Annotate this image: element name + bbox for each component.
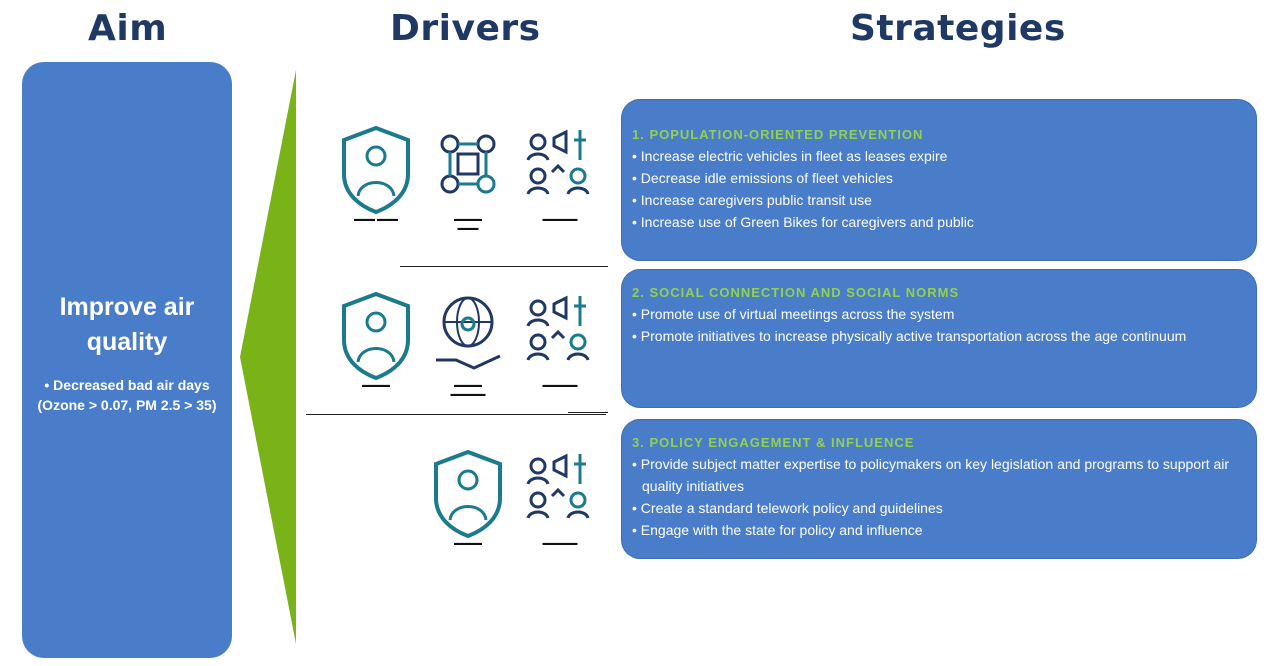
driver-icon-card: ▬▬▬▬▬▬▬▬▬ bbox=[430, 290, 506, 400]
globe-hand-icon bbox=[436, 296, 501, 370]
shield-person-icon bbox=[434, 449, 502, 538]
separator-line bbox=[306, 414, 606, 415]
aim-box: Improve air quality • Decreased bad air … bbox=[22, 62, 232, 658]
header-aim: Aim bbox=[88, 8, 168, 49]
aim-bullet: • Decreased bad air days (Ozone > 0.07, … bbox=[37, 377, 217, 413]
icon-caption: ▬▬▬▬▬ bbox=[542, 540, 578, 547]
driver-icon-card: ▬▬▬▬▬ bbox=[522, 290, 598, 400]
icon-caption: ▬▬▬▬▬ bbox=[542, 216, 578, 223]
advocacy-team-icon bbox=[526, 295, 590, 361]
strategy-box-3: 3. Policy Engagement & Influence Provide… bbox=[622, 420, 1256, 558]
icon-caption: ▬▬▬ ▬▬▬ bbox=[354, 216, 398, 223]
green-arrow-shape bbox=[240, 70, 296, 644]
driver-icon-card: ▬▬▬▬▬▬▬ bbox=[430, 124, 506, 234]
header-drivers: Drivers bbox=[390, 8, 541, 49]
strategy-box-1: 1. Population-Oriented Prevention Increa… bbox=[622, 100, 1256, 260]
shield-person-icon bbox=[342, 291, 410, 380]
icon-caption: ▬▬▬▬▬▬▬ bbox=[454, 216, 482, 232]
driver-icon-card: ▬▬▬ ▬▬▬ bbox=[338, 124, 414, 234]
strategy-item: Increase caregivers public transit use bbox=[632, 189, 1256, 211]
strategy-list: Provide subject matter expertise to poli… bbox=[622, 453, 1256, 541]
icon-caption: ▬▬▬▬▬ bbox=[542, 382, 578, 389]
icon-caption: ▬▬▬▬ bbox=[362, 382, 390, 389]
icon-caption: ▬▬▬▬ bbox=[454, 540, 482, 547]
strategy-item: Create a standard telework policy and gu… bbox=[632, 497, 1256, 519]
driver-icon-card: ▬▬▬▬▬ bbox=[522, 124, 598, 234]
strategy-item: Engage with the state for policy and inf… bbox=[632, 519, 1256, 541]
driver-icon-card: ▬▬▬▬▬ bbox=[522, 448, 598, 558]
shield-person-icon bbox=[342, 125, 410, 214]
strategy-item: Provide subject matter expertise to poli… bbox=[632, 453, 1256, 497]
strategy-item: Increase use of Green Bikes for caregive… bbox=[632, 211, 1256, 233]
advocacy-team-icon bbox=[526, 453, 590, 519]
aim-title: Improve air quality bbox=[59, 293, 195, 356]
strategy-list: Promote use of virtual meetings across t… bbox=[622, 303, 1256, 347]
driver-icon-card: ▬▬▬▬ bbox=[338, 290, 414, 400]
separator-line bbox=[400, 266, 608, 267]
strategy-item: Decrease idle emissions of fleet vehicle… bbox=[632, 167, 1256, 189]
strategy-heading: 1. Population-Oriented Prevention bbox=[632, 127, 924, 142]
community-network-icon bbox=[440, 134, 496, 194]
header-strategies: Strategies bbox=[850, 8, 1066, 49]
strategy-list: Increase electric vehicles in fleet as l… bbox=[622, 145, 1256, 233]
strategy-item: Promote initiatives to increase physical… bbox=[632, 325, 1256, 347]
separator-line bbox=[568, 412, 608, 413]
icon-caption: ▬▬▬▬▬▬▬▬▬ bbox=[450, 382, 486, 398]
driver-icon-card: ▬▬▬▬ bbox=[430, 448, 506, 558]
strategy-heading: 2. Social Connection and Social Norms bbox=[632, 285, 960, 300]
strategy-item: Promote use of virtual meetings across t… bbox=[632, 303, 1256, 325]
strategy-box-2: 2. Social Connection and Social Norms Pr… bbox=[622, 270, 1256, 407]
strategy-item: Increase electric vehicles in fleet as l… bbox=[632, 145, 1256, 167]
advocacy-team-icon bbox=[526, 129, 590, 195]
strategy-heading: 3. Policy Engagement & Influence bbox=[632, 435, 915, 450]
